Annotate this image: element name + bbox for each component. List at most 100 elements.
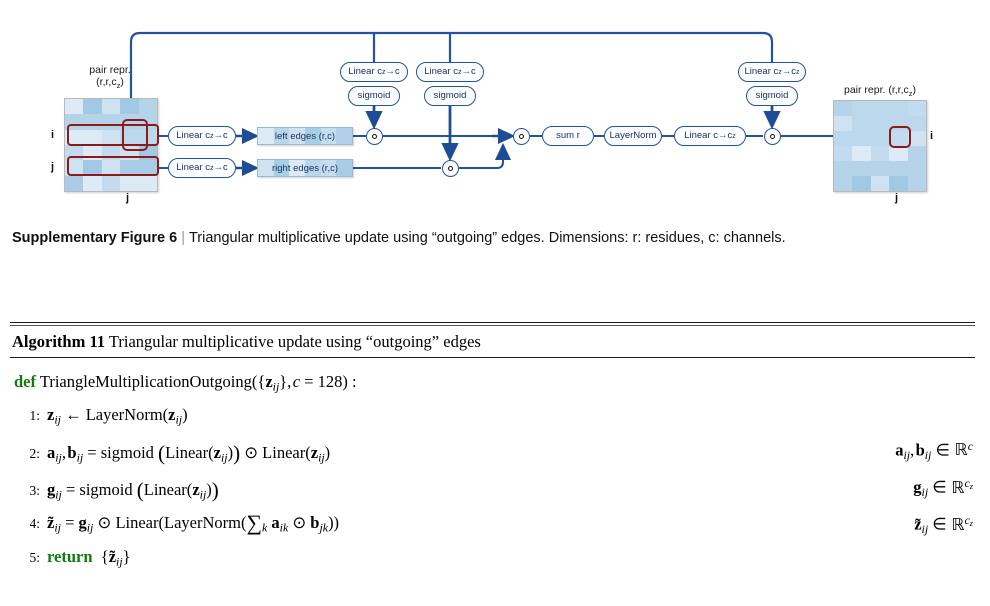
stripe-fill bbox=[258, 128, 352, 144]
return-keyword: return bbox=[47, 546, 93, 566]
algorithm-signature: def TriangleMultiplicationOutgoing({zij}… bbox=[14, 372, 357, 394]
matrix-cell bbox=[120, 144, 139, 161]
matrix-cell bbox=[120, 175, 139, 191]
matrix-cell bbox=[65, 129, 84, 145]
left-edges-label: left edges (r,c) bbox=[274, 130, 336, 142]
product-glyph bbox=[519, 134, 524, 139]
matrix-cell bbox=[83, 175, 102, 191]
caption-separator: | bbox=[181, 230, 185, 246]
matrix-cell bbox=[83, 99, 102, 115]
matrix-cell bbox=[907, 101, 926, 116]
matrix-cell bbox=[852, 176, 871, 191]
matrix-cell bbox=[889, 101, 908, 116]
matrix-cell bbox=[907, 161, 926, 176]
left-edges-tensor: left edges (r,c) bbox=[257, 127, 353, 145]
left-matrix-row-label-i: i bbox=[51, 129, 55, 141]
line-number: 1: bbox=[29, 408, 40, 424]
matrix-cell bbox=[834, 146, 853, 161]
matrix-cell bbox=[101, 129, 121, 145]
product-node-left[interactable] bbox=[366, 128, 383, 145]
right-pair-representation-matrix bbox=[833, 100, 927, 192]
product-node-right[interactable] bbox=[442, 160, 459, 177]
sum-r-node[interactable]: sum r bbox=[542, 126, 594, 146]
matrix-cell bbox=[834, 176, 853, 191]
right-edges-tensor: right edges (r,c) bbox=[257, 159, 353, 177]
matrix-cell bbox=[889, 161, 908, 176]
matrix-cell bbox=[907, 116, 926, 131]
sub-z: z bbox=[210, 132, 214, 140]
matrix-cell bbox=[834, 161, 853, 176]
matrix-cell bbox=[870, 176, 890, 191]
matrix-cell bbox=[889, 116, 908, 131]
right-matrix-caption: pair repr. (r,r,cz) bbox=[843, 84, 917, 99]
line-2-annotation: aij, bij ∈ ℝc bbox=[895, 438, 973, 462]
line-3-annotation: gij ∈ ℝcz bbox=[913, 475, 973, 499]
algorithm-title-text: Triangular multiplicative update using “… bbox=[108, 332, 481, 351]
sigmoid-3-node[interactable]: sigmoid bbox=[746, 86, 798, 106]
arg-c: c bbox=[292, 372, 301, 391]
arg-c-value: 128 bbox=[317, 372, 343, 391]
left-matrix-axis-j: j bbox=[126, 192, 130, 204]
matrix-cell bbox=[83, 114, 102, 130]
function-name: TriangleMultiplicationOutgoing bbox=[39, 372, 252, 391]
matrix-cell bbox=[852, 161, 871, 176]
matrix-cell bbox=[889, 146, 908, 161]
sigmoid-1-node[interactable]: sigmoid bbox=[348, 86, 400, 106]
matrix-cell bbox=[852, 101, 871, 116]
right-matrix-sub: z bbox=[908, 89, 913, 99]
line-number: 4: bbox=[29, 516, 40, 532]
matrix-cell bbox=[138, 160, 157, 176]
left-pair-representation-matrix bbox=[64, 98, 158, 192]
algorithm-number: Algorithm 11 bbox=[12, 332, 106, 351]
def-keyword: def bbox=[14, 372, 36, 391]
matrix-cell bbox=[83, 144, 102, 161]
matrix-cell bbox=[889, 131, 908, 146]
matrix-cell bbox=[65, 144, 84, 161]
sub-z: z bbox=[778, 68, 782, 76]
sub-z: z bbox=[458, 68, 462, 76]
matrix-cell bbox=[120, 114, 139, 130]
algorithm-line-3: 3:gij = sigmoid (Linear(zij)) gij ∈ ℝcz bbox=[10, 465, 975, 502]
stripe-fill bbox=[258, 160, 352, 176]
figure-caption: Supplementary Figure 6|Triangular multip… bbox=[12, 228, 976, 249]
product-glyph bbox=[448, 166, 453, 171]
matrix-cell bbox=[101, 160, 121, 176]
matrix-cell bbox=[65, 114, 84, 130]
caption-lead: Supplementary Figure 6 bbox=[12, 230, 178, 246]
matrix-cell bbox=[852, 116, 871, 131]
sigmoid-2-node[interactable]: sigmoid bbox=[424, 86, 476, 106]
matrix-cell bbox=[907, 146, 926, 161]
product-glyph bbox=[770, 134, 775, 139]
right-matrix-row-label-i: i bbox=[930, 130, 934, 142]
matrix-cell bbox=[101, 144, 121, 161]
line-4-annotation: z̃ij ∈ ℝcz bbox=[914, 513, 973, 537]
arg-z-sub: ij bbox=[272, 379, 280, 394]
matrix-cell bbox=[870, 131, 890, 146]
sub-z: z bbox=[382, 68, 386, 76]
product-node-sum[interactable] bbox=[513, 128, 530, 145]
algorithm-rule-top2 bbox=[10, 325, 975, 326]
left-matrix-caption: pair repr. (r,r,cz) bbox=[89, 64, 131, 91]
algorithm-title: Algorithm 11 Triangular multiplicative u… bbox=[10, 326, 975, 357]
matrix-cell bbox=[870, 101, 890, 116]
sub-z: z bbox=[210, 164, 214, 172]
line-number: 2: bbox=[29, 445, 40, 461]
matrix-cell bbox=[889, 176, 908, 191]
algorithm-rule-mid bbox=[10, 357, 975, 358]
sub-z: z bbox=[732, 132, 736, 140]
matrix-cell bbox=[834, 101, 853, 116]
algorithm-block: Algorithm 11 Triangular multiplicative u… bbox=[10, 322, 975, 569]
right-edges-label: right edges (r,c) bbox=[272, 162, 338, 174]
layernorm-node[interactable]: LayerNorm bbox=[604, 126, 662, 146]
matrix-cell bbox=[138, 175, 157, 191]
product-node-output-gate[interactable] bbox=[764, 128, 781, 145]
matrix-cell bbox=[870, 146, 890, 161]
matrix-cell bbox=[120, 160, 139, 176]
matrix-cell bbox=[101, 175, 121, 191]
